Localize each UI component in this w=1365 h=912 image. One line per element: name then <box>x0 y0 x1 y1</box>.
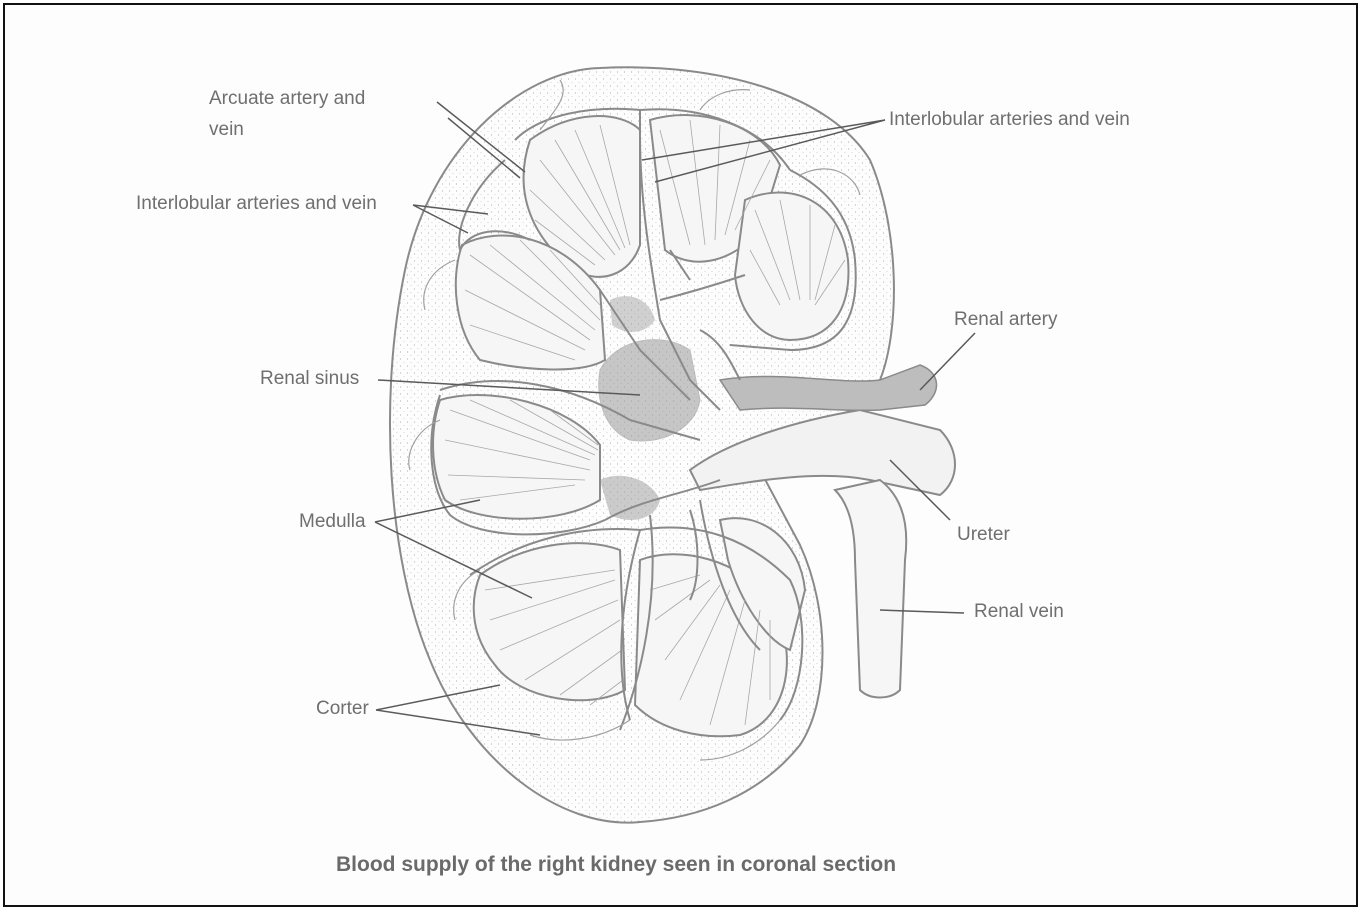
label-renal-vein: Renal vein <box>974 599 1064 625</box>
leader-renal-artery <box>920 333 975 390</box>
label-ureter: Ureter <box>957 522 1010 548</box>
label-interlobular-left: Interlobular arteries and vein <box>136 191 377 217</box>
label-renal-sinus: Renal sinus <box>260 366 359 392</box>
label-interlobular-right: Interlobular arteries and vein <box>889 107 1130 133</box>
label-renal-artery: Renal artery <box>954 307 1058 333</box>
renal-vein-vessel <box>835 480 906 698</box>
label-medulla: Medulla <box>299 509 366 535</box>
label-arcuate-line2: vein <box>209 117 244 143</box>
figure-caption: Blood supply of the right kidney seen in… <box>336 853 896 877</box>
label-arcuate-line1: Arcuate artery and <box>209 86 365 112</box>
label-corter: Corter <box>316 696 369 722</box>
